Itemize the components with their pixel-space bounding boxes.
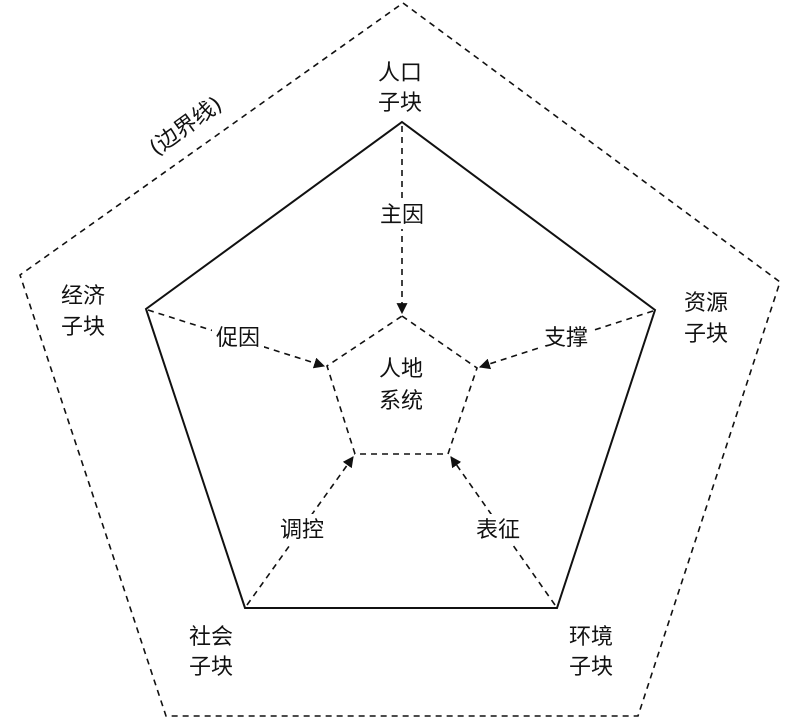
subsystem-pentagon bbox=[144, 120, 657, 609]
environment-label-line2: 子块 bbox=[569, 655, 613, 680]
population-label-line2: 子块 bbox=[378, 91, 422, 116]
relation-society-bg bbox=[276, 514, 328, 544]
relation-resource-label: 支撑 bbox=[544, 326, 588, 351]
relation-society-label: 调控 bbox=[280, 518, 324, 543]
relation-population-label: 主因 bbox=[380, 203, 424, 228]
relation-environment-label: 表征 bbox=[476, 518, 520, 543]
environment-label-line1: 环境 bbox=[569, 625, 613, 650]
boundary-pentagon bbox=[19, 2, 781, 717]
relation-resource-bg bbox=[540, 322, 592, 352]
resource-label-line2: 子块 bbox=[684, 322, 728, 347]
population-label-line1: 人口 bbox=[378, 61, 422, 86]
society-label-line2: 子块 bbox=[189, 655, 233, 680]
relation-environment-bg bbox=[472, 514, 524, 544]
relation-population-bg bbox=[376, 199, 428, 229]
center-label-line2: 系统 bbox=[379, 389, 423, 414]
center-label-line1: 人地 bbox=[379, 357, 423, 382]
boundary-label: (边界线) bbox=[145, 92, 227, 161]
economy-label-line2: 子块 bbox=[61, 315, 105, 340]
society-label-line1: 社会 bbox=[189, 625, 233, 650]
core-pentagon bbox=[326, 315, 478, 455]
relation-economy-label: 促因 bbox=[216, 326, 260, 351]
resource-label-line1: 资源 bbox=[684, 291, 728, 316]
relation-economy-bg bbox=[212, 322, 264, 352]
economy-label-line1: 经济 bbox=[61, 284, 105, 309]
